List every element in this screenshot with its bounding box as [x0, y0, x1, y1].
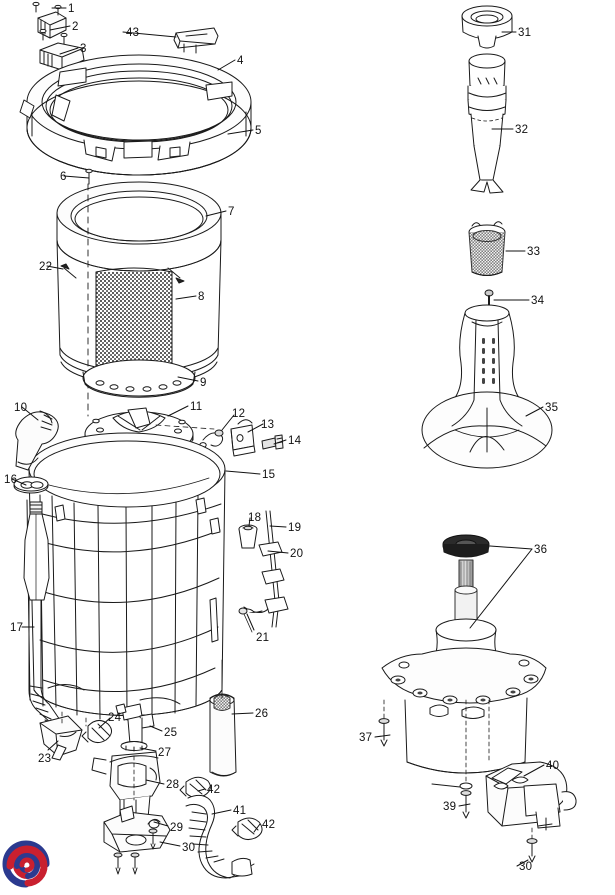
part-6-screw: [85, 168, 93, 185]
callout-41: 41: [233, 805, 247, 817]
callout-7: 7: [228, 206, 235, 218]
part-25-fitting: [115, 703, 155, 745]
brand-logo: [2, 840, 52, 890]
callout-17: 17: [10, 622, 24, 634]
part-24-clamp: [81, 717, 112, 744]
callout-6: 6: [60, 171, 67, 183]
part-28-drain-pump: [91, 751, 161, 821]
part-37-screw: [378, 699, 390, 747]
part-38-transmission-housing: [381, 618, 547, 774]
callout-29: 29: [170, 822, 184, 834]
part-20-spring-seats: [243, 541, 289, 614]
callout-10: 10: [14, 402, 28, 414]
callout-5: 5: [255, 125, 262, 137]
part-10-hose-elbow: [15, 410, 59, 471]
callout-36: 36: [534, 544, 548, 556]
callout-20: 20: [290, 548, 304, 560]
part-16-seal: [13, 476, 49, 494]
part-40-pump-motor: [485, 699, 577, 831]
part-26-air-bell: [209, 659, 237, 777]
callout-23: 23: [38, 753, 52, 765]
callout-13: 13: [261, 419, 275, 431]
part-29-base-bracket: [103, 805, 171, 853]
part-14-bolt: [261, 434, 284, 450]
part-43-strike: [173, 27, 219, 54]
part-30-screws: [113, 828, 158, 875]
callout-19: 19: [288, 522, 302, 534]
callout-39: 39: [443, 801, 457, 813]
callout-8: 8: [198, 291, 205, 303]
callout-31: 31: [518, 27, 532, 39]
transmission-shaft: [454, 559, 478, 629]
part-8-wash-basket: [56, 181, 222, 417]
callout-2: 2: [72, 21, 79, 33]
part-21-clip: [238, 607, 255, 633]
part-18-grommet: [238, 524, 258, 549]
callout-25: 25: [164, 727, 178, 739]
callout-12: 12: [232, 408, 246, 420]
callout-1: 1: [68, 3, 75, 15]
callout-28: 28: [166, 779, 180, 791]
part-33-lint-filter: [468, 221, 506, 276]
callout-21: 21: [256, 632, 270, 644]
callout-9: 9: [200, 377, 207, 389]
callout-43: 43: [126, 27, 140, 39]
part-42-clamp-lower: [231, 817, 263, 841]
part-36-drive-coupling: [442, 534, 490, 558]
part-9-drive-ring: [82, 359, 196, 398]
part-31-agitator-cap: [461, 5, 513, 49]
part-35-agitator-base: [421, 304, 553, 469]
part-39-screw: [431, 699, 473, 819]
callout-30: 30: [519, 861, 533, 873]
callout-18: 18: [248, 512, 262, 524]
part-15-outer-tub: [26, 432, 226, 721]
callout-37: 37: [359, 732, 373, 744]
callout-42: 42: [262, 819, 276, 831]
callout-34: 34: [531, 295, 545, 307]
callout-22: 22: [39, 261, 53, 273]
part-32-agitator-shaft: [467, 53, 507, 194]
callout-16: 16: [4, 474, 18, 486]
callout-15: 15: [262, 469, 276, 481]
part-42-clamp-upper: [179, 776, 211, 799]
part-41-drain-hose: [185, 794, 255, 879]
callout-33: 33: [527, 246, 541, 258]
callout-24: 24: [108, 712, 122, 724]
callout-30: 30: [182, 842, 196, 854]
part-13-bracket: [230, 419, 256, 457]
callout-4: 4: [237, 55, 244, 67]
callout-42: 42: [207, 784, 221, 796]
part-27-gasket: [120, 741, 148, 752]
callout-11: 11: [190, 401, 203, 413]
callout-26: 26: [255, 708, 269, 720]
part-23-funnel: [39, 711, 83, 761]
part-22-screws: [60, 263, 185, 284]
part-1-screw-lower: [39, 28, 68, 45]
part-17-air-dome-tube: [23, 501, 61, 726]
callout-3: 3: [80, 43, 87, 55]
callout-14: 14: [288, 435, 302, 447]
callout-32: 32: [515, 124, 529, 136]
callout-27: 27: [158, 747, 172, 759]
part-4-cover-ring: [19, 54, 252, 176]
callout-40: 40: [546, 760, 560, 772]
part-12-clip: [199, 429, 224, 448]
part-30-screw-right: [526, 827, 538, 863]
callout-35: 35: [545, 402, 559, 414]
